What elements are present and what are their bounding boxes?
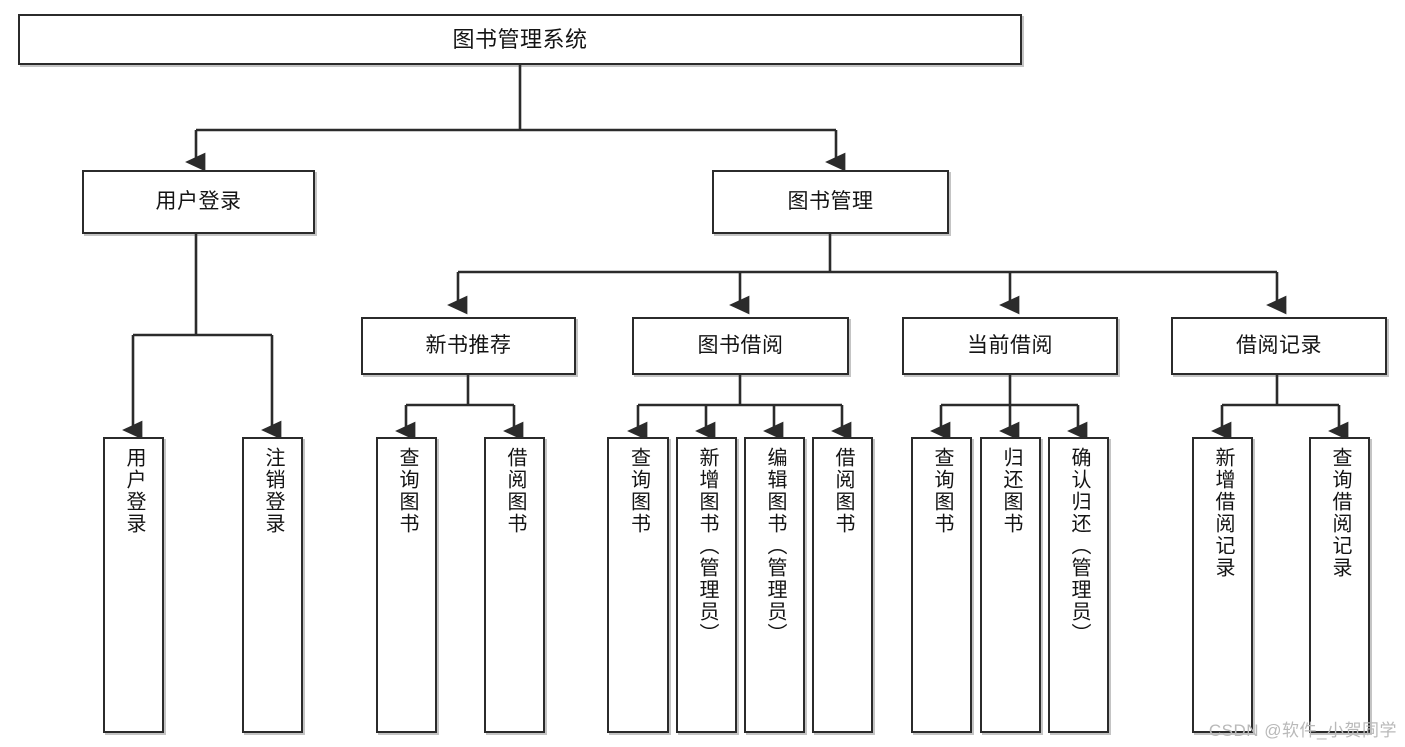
node-leaf-add-book[interactable]: 新增图书（管理员） [676,437,737,733]
node-leaf-query-book-3[interactable]: 查询图书 [911,437,972,733]
node-leaf-borrow-book-2[interactable]: 借阅图书 [812,437,873,733]
node-user-login-label: 用户登录 [155,189,242,213]
node-leaf-logout-label: 注销登录 [262,447,284,535]
node-leaf-add-record-label: 新增借阅记录 [1212,447,1234,579]
node-leaf-confirm-return[interactable]: 确认归还（管理员） [1048,437,1109,733]
node-leaf-logout[interactable]: 注销登录 [242,437,303,733]
node-leaf-query-record[interactable]: 查询借阅记录 [1309,437,1370,733]
node-leaf-edit-book-label: 编辑图书（管理员） [764,447,786,645]
node-borrow-record[interactable]: 借阅记录 [1171,317,1387,375]
node-leaf-query-book-1-label: 查询图书 [396,447,418,535]
node-leaf-confirm-return-label: 确认归还（管理员） [1068,447,1090,645]
node-leaf-add-book-label: 新增图书（管理员） [696,447,718,645]
node-user-login[interactable]: 用户登录 [82,170,315,234]
node-leaf-user-login-label: 用户登录 [123,447,145,535]
node-leaf-return-book[interactable]: 归还图书 [980,437,1041,733]
node-book-management-label: 图书管理 [787,189,874,213]
node-leaf-return-book-label: 归还图书 [1000,447,1022,535]
node-leaf-borrow-book-2-label: 借阅图书 [832,447,854,535]
node-current-borrow-label: 当前借阅 [967,333,1053,357]
node-leaf-query-book-1[interactable]: 查询图书 [376,437,437,733]
node-new-book-recommend[interactable]: 新书推荐 [361,317,576,375]
node-root-label: 图书管理系统 [452,26,588,52]
node-leaf-query-book-2-label: 查询图书 [627,447,650,535]
node-book-borrow[interactable]: 图书借阅 [632,317,849,375]
node-leaf-edit-book[interactable]: 编辑图书（管理员） [744,437,805,733]
node-borrow-record-label: 借阅记录 [1236,333,1322,357]
node-leaf-add-record[interactable]: 新增借阅记录 [1192,437,1253,733]
node-leaf-query-book-2[interactable]: 查询图书 [607,437,669,733]
node-book-management[interactable]: 图书管理 [712,170,949,234]
node-new-book-recommend-label: 新书推荐 [425,333,512,357]
node-leaf-query-record-label: 查询借阅记录 [1329,447,1351,579]
node-leaf-borrow-book-1[interactable]: 借阅图书 [484,437,545,733]
watermark-text: CSDN @软件_小贺同学 [1208,721,1397,740]
node-book-borrow-label: 图书借阅 [697,333,784,357]
node-leaf-borrow-book-1-label: 借阅图书 [504,447,526,535]
node-current-borrow[interactable]: 当前借阅 [902,317,1118,375]
node-root[interactable]: 图书管理系统 [18,14,1022,65]
node-leaf-query-book-3-label: 查询图书 [931,447,953,535]
node-leaf-user-login[interactable]: 用户登录 [103,437,164,733]
